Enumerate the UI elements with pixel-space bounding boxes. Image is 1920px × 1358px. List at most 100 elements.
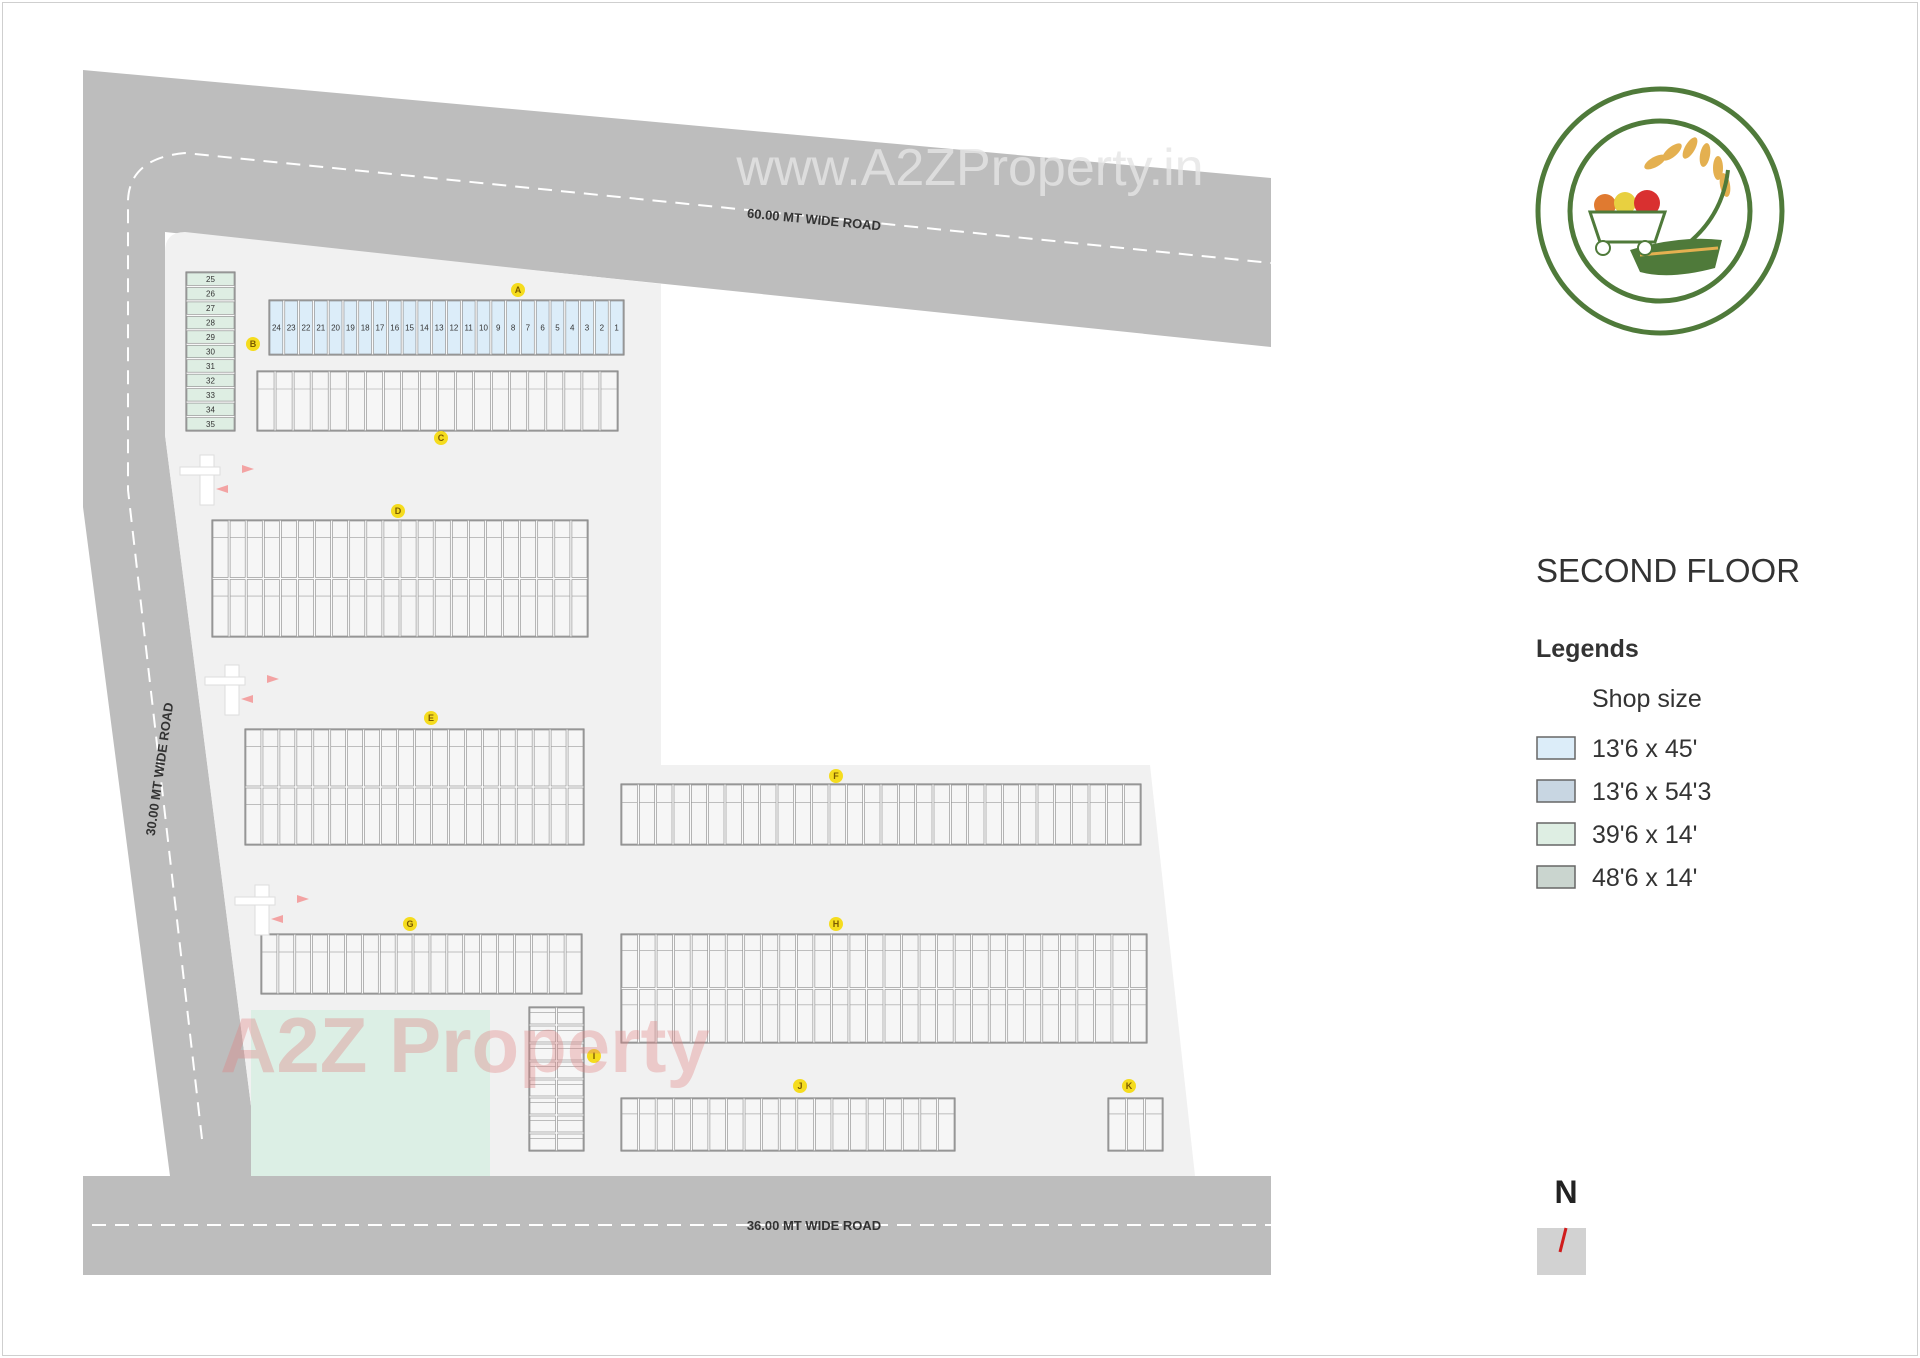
shop-unit[interactable] bbox=[656, 934, 673, 988]
shop-unit[interactable] bbox=[760, 784, 777, 845]
shop-unit[interactable] bbox=[186, 287, 235, 301]
shop-unit[interactable] bbox=[529, 1079, 556, 1097]
shop-unit[interactable] bbox=[262, 787, 279, 845]
shop-unit[interactable] bbox=[726, 989, 744, 1043]
shop-unit[interactable] bbox=[456, 371, 473, 431]
shop-unit[interactable] bbox=[709, 1098, 726, 1151]
shop-unit[interactable] bbox=[503, 579, 519, 637]
shop-unit[interactable] bbox=[1060, 989, 1077, 1043]
shop-unit[interactable] bbox=[972, 989, 989, 1043]
shop-unit[interactable] bbox=[885, 1098, 902, 1151]
shop-unit[interactable] bbox=[520, 520, 537, 578]
shop-unit[interactable] bbox=[381, 729, 397, 787]
shop-unit[interactable] bbox=[481, 934, 497, 994]
shop-unit[interactable] bbox=[797, 989, 814, 1043]
shop-unit[interactable] bbox=[229, 579, 246, 637]
shop-unit[interactable] bbox=[1124, 784, 1141, 845]
shop-unit[interactable] bbox=[506, 300, 520, 355]
shop-unit[interactable] bbox=[916, 784, 933, 845]
shop-unit[interactable] bbox=[313, 787, 330, 845]
shop-unit[interactable] bbox=[529, 1043, 556, 1061]
shop-unit[interactable] bbox=[920, 1098, 937, 1151]
shop-unit[interactable] bbox=[580, 300, 594, 355]
shop-unit[interactable] bbox=[779, 989, 796, 1043]
shop-unit[interactable] bbox=[571, 579, 588, 637]
shop-unit[interactable] bbox=[533, 787, 550, 845]
shop-unit[interactable] bbox=[708, 784, 725, 845]
shop-unit[interactable] bbox=[829, 784, 846, 845]
shop-unit[interactable] bbox=[364, 729, 380, 787]
shop-unit[interactable] bbox=[417, 300, 432, 355]
shop-unit[interactable] bbox=[762, 1098, 779, 1151]
shop-unit[interactable] bbox=[1060, 934, 1077, 988]
shop-unit[interactable] bbox=[186, 402, 235, 416]
shop-unit[interactable] bbox=[989, 934, 1007, 988]
shop-unit[interactable] bbox=[725, 784, 742, 845]
shop-unit[interactable] bbox=[515, 934, 531, 994]
shop-unit[interactable] bbox=[430, 934, 447, 994]
shop-unit[interactable] bbox=[867, 1098, 884, 1151]
shop-unit[interactable] bbox=[639, 1098, 656, 1151]
shop-unit[interactable] bbox=[1108, 1098, 1126, 1151]
shop-unit[interactable] bbox=[212, 579, 229, 637]
shop-unit[interactable] bbox=[269, 300, 284, 355]
shop-unit[interactable] bbox=[284, 300, 298, 355]
shop-unit[interactable] bbox=[532, 934, 548, 994]
shop-unit[interactable] bbox=[296, 729, 313, 787]
shop-unit[interactable] bbox=[347, 371, 365, 431]
shop-unit[interactable] bbox=[529, 1115, 556, 1133]
shop-unit[interactable] bbox=[381, 787, 397, 845]
shop-unit[interactable] bbox=[186, 359, 235, 373]
shop-unit[interactable] bbox=[373, 300, 387, 355]
shop-unit[interactable] bbox=[709, 934, 726, 988]
shop-unit[interactable] bbox=[656, 1098, 674, 1151]
shop-unit[interactable] bbox=[315, 579, 331, 637]
shop-unit[interactable] bbox=[656, 784, 673, 845]
shop-unit[interactable] bbox=[533, 729, 550, 787]
shop-unit[interactable] bbox=[692, 1098, 709, 1151]
shop-unit[interactable] bbox=[449, 787, 465, 845]
shop-unit[interactable] bbox=[1107, 784, 1123, 845]
shop-unit[interactable] bbox=[295, 934, 311, 994]
shop-unit[interactable] bbox=[349, 520, 366, 578]
shop-unit[interactable] bbox=[582, 371, 600, 431]
shop-unit[interactable] bbox=[743, 784, 759, 845]
shop-unit[interactable] bbox=[557, 1133, 584, 1151]
shop-unit[interactable] bbox=[434, 579, 451, 637]
shop-unit[interactable] bbox=[388, 300, 402, 355]
shop-unit[interactable] bbox=[365, 371, 383, 431]
shop-unit[interactable] bbox=[548, 934, 565, 994]
shop-unit[interactable] bbox=[761, 934, 779, 988]
shop-unit[interactable] bbox=[516, 787, 533, 845]
shop-unit[interactable] bbox=[278, 934, 295, 994]
shop-unit[interactable] bbox=[364, 787, 380, 845]
shop-unit[interactable] bbox=[261, 934, 278, 994]
shop-unit[interactable] bbox=[474, 371, 491, 431]
shop-unit[interactable] bbox=[815, 1098, 832, 1151]
shop-unit[interactable] bbox=[1127, 1098, 1144, 1151]
shop-unit[interactable] bbox=[402, 371, 419, 431]
shop-unit[interactable] bbox=[415, 787, 431, 845]
shop-unit[interactable] bbox=[867, 989, 884, 1043]
shop-unit[interactable] bbox=[186, 388, 235, 402]
shop-unit[interactable] bbox=[795, 784, 811, 845]
shop-unit[interactable] bbox=[432, 300, 446, 355]
shop-unit[interactable] bbox=[849, 989, 866, 1043]
shop-unit[interactable] bbox=[902, 934, 919, 988]
shop-unit[interactable] bbox=[557, 1079, 584, 1097]
shop-unit[interactable] bbox=[245, 787, 262, 845]
shop-unit[interactable] bbox=[1072, 784, 1089, 845]
shop-unit[interactable] bbox=[521, 300, 535, 355]
shop-unit[interactable] bbox=[482, 729, 499, 787]
shop-unit[interactable] bbox=[674, 1098, 691, 1151]
shop-unit[interactable] bbox=[550, 787, 567, 845]
shop-unit[interactable] bbox=[346, 934, 362, 994]
shop-unit[interactable] bbox=[554, 579, 571, 637]
shop-unit[interactable] bbox=[520, 579, 537, 637]
shop-unit[interactable] bbox=[1055, 784, 1071, 845]
shop-unit[interactable] bbox=[546, 371, 564, 431]
shop-unit[interactable] bbox=[550, 300, 565, 355]
shop-unit[interactable] bbox=[246, 520, 263, 578]
shop-unit[interactable] bbox=[451, 579, 468, 637]
shop-unit[interactable] bbox=[674, 989, 691, 1043]
